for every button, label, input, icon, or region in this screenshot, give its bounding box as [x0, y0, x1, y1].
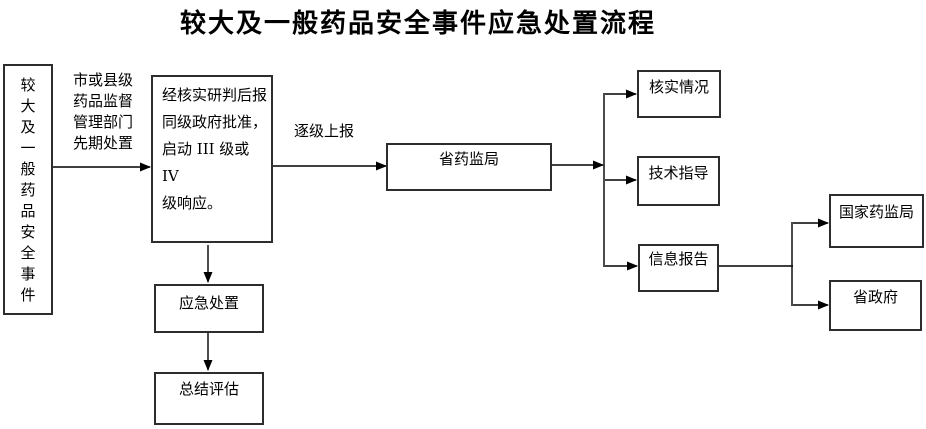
event-box: 较 大 及 一 般 药 品 安 全 事 件 — [3, 64, 53, 315]
guidance-box: 技术指导 — [637, 156, 720, 206]
flowchart-title: 较大及一般药品安全事件应急处置流程 — [180, 9, 657, 39]
escalate-label: 逐级上报 — [293, 122, 354, 140]
approval-box: 经核实研判后报 同级政府批准， 启动 III 级或 IV 级响应。 — [151, 75, 273, 243]
evaluation-box: 总结评估 — [154, 372, 264, 425]
initial-disposal-label: 市或县级 药品监督 管理部门 先期处置 — [73, 71, 134, 152]
provincial-bureau-box: 省药监局 — [386, 143, 552, 191]
verify-box: 核实情况 — [637, 70, 721, 118]
report-box: 信息报告 — [638, 244, 719, 292]
national-bureau-box: 国家药监局 — [829, 194, 924, 248]
provincial-gov-box: 省政府 — [829, 280, 922, 331]
response-box: 应急处置 — [154, 284, 264, 333]
